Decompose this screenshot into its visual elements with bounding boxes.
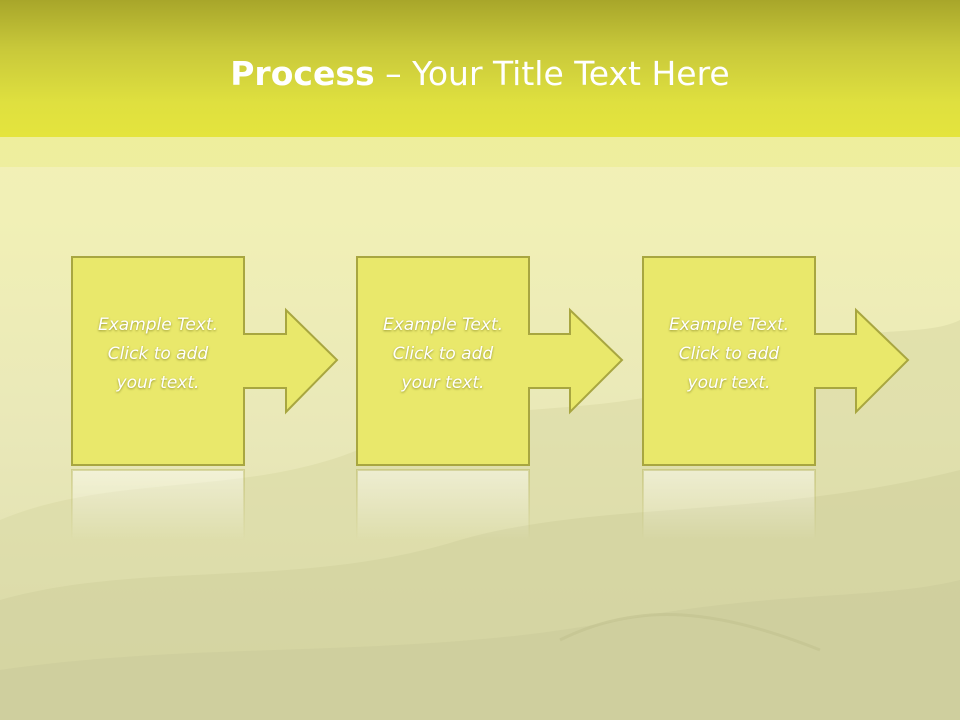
step-2-line-2: Click to add bbox=[392, 344, 494, 364]
title-bold-part: Process bbox=[230, 54, 375, 93]
title-bar bbox=[0, 0, 960, 137]
title-rest-part: – Your Title Text Here bbox=[374, 54, 730, 93]
step-3-line-1: Example Text. bbox=[668, 315, 790, 335]
step-1-line-1: Example Text. bbox=[97, 315, 219, 335]
step-3-line-2: Click to add bbox=[678, 344, 780, 364]
step-2-shape[interactable] bbox=[356, 256, 624, 466]
step-1-text[interactable]: Example Text. Click to add your text. bbox=[72, 311, 244, 398]
step-2-text[interactable]: Example Text. Click to add your text. bbox=[357, 311, 529, 398]
step-1-line-2: Click to add bbox=[107, 344, 209, 364]
step-3-text[interactable]: Example Text. Click to add your text. bbox=[643, 311, 815, 398]
step-3-line-3: your text. bbox=[687, 373, 771, 393]
step-2-line-3: your text. bbox=[401, 373, 485, 393]
step-2-line-1: Example Text. bbox=[382, 315, 504, 335]
step-3-reflection bbox=[642, 469, 816, 541]
step-1-line-3: your text. bbox=[116, 373, 200, 393]
slide-title[interactable]: Process – Your Title Text Here bbox=[0, 52, 960, 96]
step-3-shape[interactable] bbox=[642, 256, 910, 466]
step-2-reflection bbox=[356, 469, 530, 541]
title-underline-band bbox=[0, 137, 960, 167]
step-1-reflection bbox=[71, 469, 245, 541]
step-1-shape[interactable] bbox=[71, 256, 339, 466]
